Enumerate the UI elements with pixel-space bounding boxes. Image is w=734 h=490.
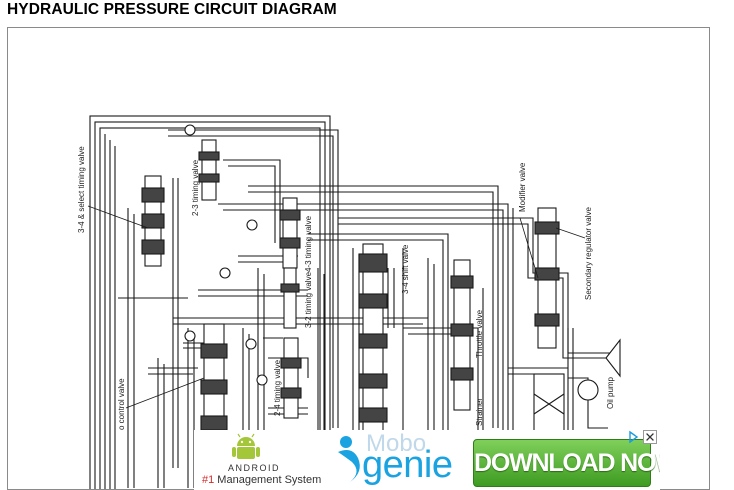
- mobo-word: Mobo: [366, 430, 427, 457]
- hydraulic-line: [187, 328, 250, 488]
- android-wordmark: ANDROID: [228, 463, 281, 473]
- valve-modifier: [534, 207, 560, 349]
- check-ball: [256, 374, 268, 386]
- label-modifier: Modifier valve: [518, 162, 527, 212]
- page-title: HYDRAULIC PRESSURE CIRCUIT DIAGRAM: [7, 1, 337, 18]
- hydraulic-line: [89, 115, 331, 489]
- label-oil-pump: Oil pump: [606, 376, 615, 409]
- hydraulic-line: [218, 203, 509, 448]
- leader-line: [519, 217, 539, 279]
- check-ball: [184, 330, 196, 342]
- label-secondary-regulator: Secondary regulator valve: [584, 207, 593, 300]
- valve-lower-left: [200, 323, 228, 445]
- hydraulic-diagram: 3-4 & select timing valve 2-3 timing val…: [7, 27, 710, 490]
- leader-line: [555, 227, 586, 239]
- valve-2-3-timing: [198, 139, 220, 201]
- label-3-4-select-timing: 3-4 & select timing valve: [77, 146, 86, 233]
- check-ball: [245, 338, 257, 350]
- label-3-2-timing: 3-2 timing valve: [304, 271, 313, 328]
- label-2-4-timing: 2-4 timing valve: [273, 359, 282, 416]
- download-button-label: DOWNLOAD NOW!: [474, 449, 660, 477]
- check-ball: [184, 124, 196, 136]
- hydraulic-line: [308, 233, 449, 438]
- valve-3-4-select-timing: [141, 175, 165, 267]
- valve-2-4-timing: [280, 337, 302, 419]
- hydraulic-line: [104, 134, 116, 489]
- label-control-valve: o control valve: [117, 378, 126, 430]
- leader-line: [87, 205, 149, 229]
- hydraulic-line: [148, 358, 198, 488]
- valve-3-2-timing: [280, 267, 300, 329]
- genie-word: genie: [362, 444, 453, 486]
- hydraulic-line: [94, 121, 326, 489]
- ad-tagline: #1 Management System: [202, 474, 321, 486]
- hydraulic-line: [248, 185, 499, 428]
- genie-figure-icon: [338, 436, 360, 482]
- check-ball: [246, 219, 258, 231]
- ad-android-section[interactable]: ANDROID #1 Management System: [194, 430, 324, 490]
- sump-symbol: [605, 338, 621, 378]
- adchoices-icon[interactable]: [626, 430, 640, 444]
- hydraulic-line: [168, 129, 339, 428]
- hydraulic-line: [173, 268, 428, 328]
- label-4-3-timing: 4-3 timing valve: [304, 215, 313, 272]
- mobogenie-logo[interactable]: Mobo genie: [330, 430, 466, 490]
- download-now-button[interactable]: DOWNLOAD NOW!: [473, 439, 660, 487]
- valve-4-3-timing: [279, 197, 301, 269]
- tagline-text: Management System: [214, 474, 322, 486]
- valve-throttle: [450, 259, 474, 411]
- diagram-canvas: 3-4 & select timing valve 2-3 timing val…: [77, 115, 621, 489]
- label-throttle: Throttle valve: [475, 309, 484, 358]
- check-ball: [219, 267, 231, 279]
- android-robot-icon: [232, 433, 260, 459]
- label-2-3-timing: 2-3 timing valve: [191, 159, 200, 216]
- ad-banner[interactable]: ANDROID #1 Management System Mobo genie …: [194, 430, 660, 490]
- valve-3-4-shift: [358, 243, 388, 435]
- label-strainer: Strainer: [475, 398, 484, 426]
- strainer-element: [533, 373, 565, 435]
- label-3-4-shift: 3-4 shift valve: [401, 244, 410, 294]
- hydraulic-line: [99, 127, 321, 489]
- hydraulic-line: [183, 337, 283, 349]
- close-icon[interactable]: [643, 430, 657, 444]
- hydraulic-line: [118, 289, 308, 299]
- hydraulic-line: [127, 178, 179, 488]
- tagline-rank: #1: [202, 474, 215, 486]
- leader-line: [125, 377, 205, 409]
- oil-pump-circle: [577, 379, 599, 401]
